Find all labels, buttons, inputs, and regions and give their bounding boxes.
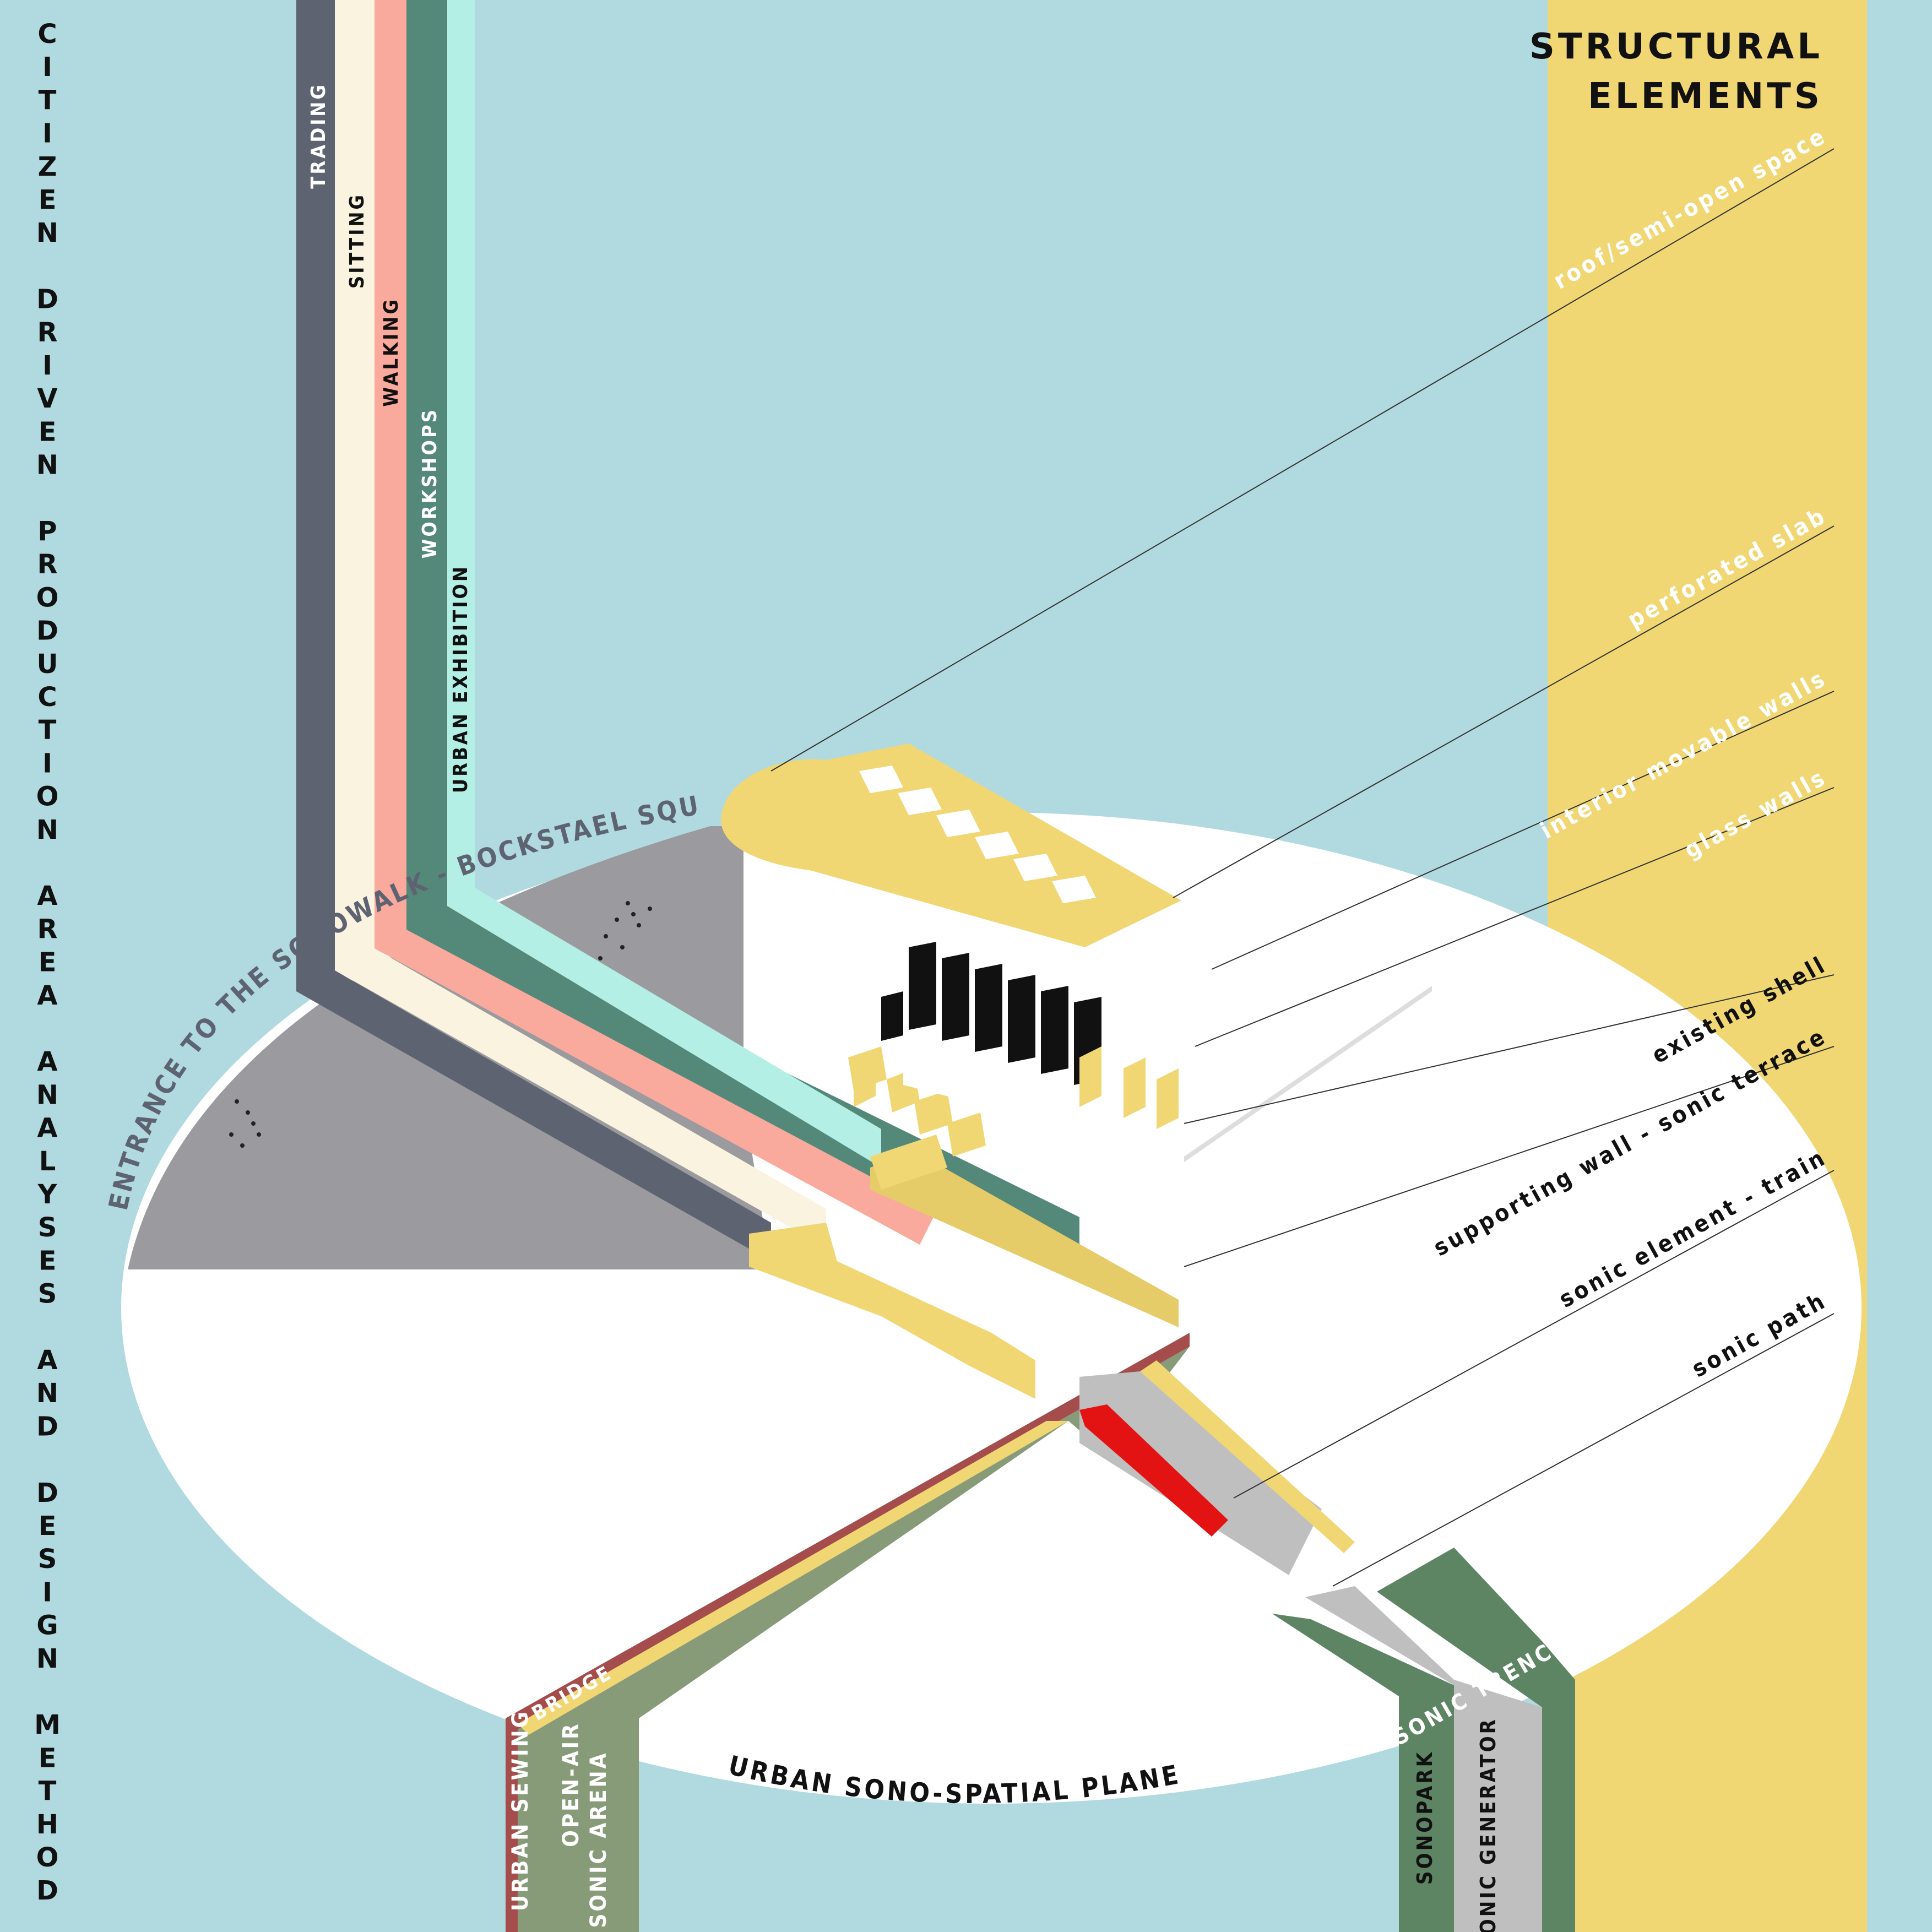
side-title-letter: V: [37, 383, 57, 414]
side-title-letter: A: [37, 1046, 57, 1077]
side-title-letter: A: [37, 980, 57, 1011]
side-title-letter: E: [39, 1245, 57, 1276]
sonic-path: [1079, 1371, 1322, 1575]
side-title-letter: C: [37, 682, 57, 713]
structural-heading-line2: ELEMENTS: [1588, 76, 1823, 117]
side-title-letter: N: [36, 1378, 58, 1409]
label-sonic-arena: SONIC ARENA: [586, 1751, 611, 1928]
structural-heading-line1: STRUCTURAL: [1529, 26, 1823, 67]
side-title-letter: A: [37, 1113, 57, 1144]
side-title-letter: C: [37, 19, 57, 50]
sonic-generator: [1305, 1586, 1542, 1932]
label-workshops: WORKSHOPS: [419, 408, 441, 558]
side-title-letter: D: [36, 284, 58, 315]
side-title-letter: I: [42, 52, 52, 83]
side-title-letter: H: [36, 1809, 58, 1840]
side-title-letter: I: [42, 748, 52, 779]
side-title-letter: O: [36, 582, 59, 613]
side-title-letter: R: [37, 317, 58, 348]
side-title-letter: I: [42, 1577, 52, 1608]
side-title-letter: E: [39, 947, 57, 978]
interior-movable-walls: [881, 942, 1101, 1085]
side-title-letter: I: [42, 350, 52, 381]
exhibition-wall: [914, 1090, 953, 1135]
terrace-block: [870, 1151, 1179, 1327]
side-title-letter: R: [37, 549, 58, 580]
sonopark: [1272, 1614, 1454, 1932]
side-title-letter: D: [36, 1478, 58, 1508]
side-title-letter: O: [36, 782, 59, 812]
side-title-letter: G: [36, 1610, 58, 1641]
side-title-letter: U: [37, 649, 58, 680]
roof-skylights: [859, 766, 1096, 903]
side-title-letter: D: [36, 1411, 58, 1442]
leader-lines: [770, 148, 1835, 1587]
sonic-trench-wall: [1377, 1548, 1575, 1932]
side-title-letter: R: [37, 914, 58, 945]
label-trading: TRADING: [307, 83, 330, 189]
sonic-terrace: [749, 1223, 1035, 1399]
side-title-letter: S: [38, 1279, 57, 1310]
side-title-letter: S: [38, 1544, 57, 1575]
existing-shell: [903, 903, 1432, 1157]
sonic-path-edge: [1140, 1360, 1355, 1553]
side-title-letter: D: [36, 616, 58, 647]
side-title-letter: Y: [37, 1179, 58, 1210]
shell-side: [1184, 986, 1432, 1162]
side-title-letter: E: [39, 184, 57, 215]
label-walking: WALKING: [380, 297, 403, 407]
glass-walls: [854, 1046, 1179, 1129]
side-title-letter: L: [39, 1146, 56, 1177]
side-title-letter: E: [39, 1743, 57, 1773]
side-title-letter: A: [37, 881, 57, 911]
label-open-air: OPEN-AIR: [558, 1722, 584, 1847]
exhibition-wall: [947, 1112, 986, 1157]
label-sitting: SITTING: [346, 193, 368, 289]
side-title-letter: N: [36, 218, 58, 248]
side-title-letter: O: [36, 1842, 59, 1873]
side-title-letter: N: [36, 1643, 58, 1674]
side-title-letter: Z: [38, 151, 57, 182]
side-title-letter: T: [39, 1776, 57, 1807]
label-sonic-generator: SONIC GENERATOR: [1476, 1717, 1500, 1932]
side-title-letter: S: [38, 1212, 57, 1243]
side-title-letter: T: [39, 85, 57, 116]
label-sonopark: SONOPARK: [1413, 1750, 1437, 1885]
side-title-letter: A: [37, 1345, 57, 1376]
activity-labels: TRADING SITTING WALKING WORKSHOPS URBAN …: [307, 83, 472, 793]
side-title-letter: T: [39, 715, 57, 746]
bridge-yellow-edge: [518, 1421, 1068, 1735]
label-urban-sewing: URBAN SEWING: [508, 1710, 533, 1911]
exhibition-wall: [870, 1135, 947, 1190]
side-title-letter: N: [36, 815, 58, 845]
side-title-letter: E: [39, 1511, 57, 1542]
label-urban-exhibition: URBAN EXHIBITION: [449, 565, 472, 793]
side-title-letter: D: [36, 1875, 58, 1906]
sonic-train: [1079, 1404, 1228, 1537]
side-title-letter: P: [37, 516, 57, 547]
side-title-letter: N: [36, 450, 58, 481]
side-title-letter: M: [34, 1710, 61, 1740]
people-crowd: [229, 901, 652, 1148]
side-title-letter: N: [36, 1079, 58, 1110]
side-title-letter: E: [39, 416, 57, 447]
side-title-letter: I: [42, 118, 52, 149]
